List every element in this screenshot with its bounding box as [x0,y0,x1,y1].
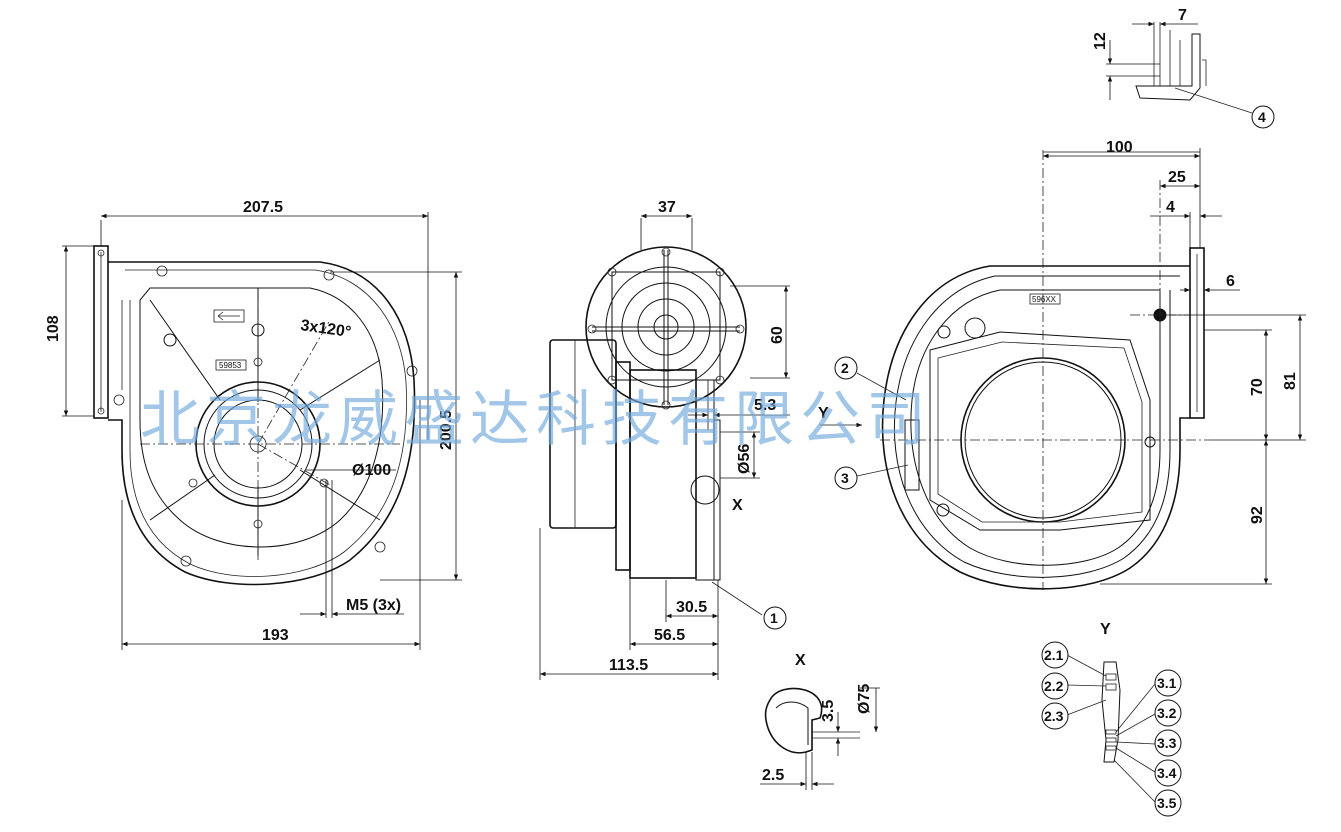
dim-side-305: 30.5 [676,599,707,616]
svg-text:2.3: 2.3 [1044,708,1064,724]
callout-1 [763,606,787,630]
dim-side-565: 56.5 [654,627,685,644]
dim-back-70: 70 [1249,378,1266,396]
detail-x-label: X [732,497,743,514]
callout-2 [834,356,858,380]
svg-text:3.4: 3.4 [1157,765,1177,781]
callout-3-1 [1154,669,1182,697]
svg-text:1: 1 [770,610,778,626]
dim-back-6: 6 [1226,273,1235,290]
scroll-housing [108,261,416,586]
inlet-grille [585,246,747,408]
dim-x-35: 3.5 [820,700,837,722]
front-label-code: 59853 [219,361,242,370]
dim-side-1135: 113.5 [609,657,648,674]
dim-screw: M5 (3x) [346,597,401,614]
dim-back-92: 92 [1249,506,1266,524]
dim-angle: 3x120° [299,317,352,341]
callout-2-2 [1041,672,1069,700]
svg-text:3: 3 [841,470,849,486]
dim-side-dia56: Ø56 [736,444,753,474]
svg-text:3.1: 3.1 [1157,675,1177,691]
front-view: 59853 207.5 108 200.5 193 3x120° Ø100 M5… [45,199,462,650]
dim-back-25: 25 [1168,169,1186,186]
detail-y: Y 2.1 2.2 2.3 3.1 3.2 3.3 3.4 3.5 [1041,621,1182,817]
dim-height-left: 108 [45,315,62,342]
svg-text:2.2: 2.2 [1044,678,1064,694]
dim-width-top: 207.5 [243,199,283,216]
callout-3 [834,466,858,490]
dim-back-81: 81 [1282,372,1299,390]
svg-text:2.1: 2.1 [1044,647,1064,663]
svg-text:4: 4 [1258,109,1266,125]
svg-text:3.5: 3.5 [1157,795,1177,811]
callout-3-5 [1154,789,1182,817]
detail-x-marker [690,475,720,505]
dim-height-right: 200.5 [438,410,455,450]
dim-back-4: 4 [1166,199,1175,216]
detail-y-title: Y [1100,621,1111,638]
dim-width-bottom: 193 [262,627,289,644]
back-view: 596XX Y 100 25 4 6 70 81 92 [818,139,1306,590]
side-view: X 37 60 5.3 Ø56 30.5 56.5 113.5 1 [539,199,790,680]
detail-x: X 3.5 Ø75 2.5 [760,652,880,790]
dim-top-12: 12 [1092,32,1109,50]
callout-2-1 [1041,641,1069,669]
svg-text:2: 2 [841,360,849,376]
callout-3-4 [1154,759,1182,787]
callout-2-3 [1041,702,1069,730]
callout-3-2 [1154,699,1182,727]
back-label-code: 596XX [1032,295,1057,304]
dim-side-60: 60 [769,326,786,344]
callout-3-3 [1154,729,1182,757]
detail-y-marker: Y [818,405,829,422]
flow-arrow-icon [213,309,245,323]
svg-text:3.3: 3.3 [1157,735,1177,751]
top-detail: 7 12 4 [1092,7,1275,129]
svg-text:3.2: 3.2 [1157,705,1177,721]
detail-x-title: X [795,652,806,669]
dim-top-7: 7 [1178,7,1187,24]
dim-back-100: 100 [1106,139,1133,156]
dim-x-25: 2.5 [762,767,784,784]
dim-side-top: 37 [658,199,676,216]
dim-x-dia75: Ø75 [856,684,873,714]
back-outlet-flange [1189,247,1205,419]
dim-side-53: 5.3 [754,397,776,414]
callout-4 [1251,105,1275,129]
watermark-text: 北京龙威盛达科技有限公司 [140,385,932,455]
back-housing [881,265,1190,590]
dim-inlet-dia: Ø100 [352,462,391,479]
